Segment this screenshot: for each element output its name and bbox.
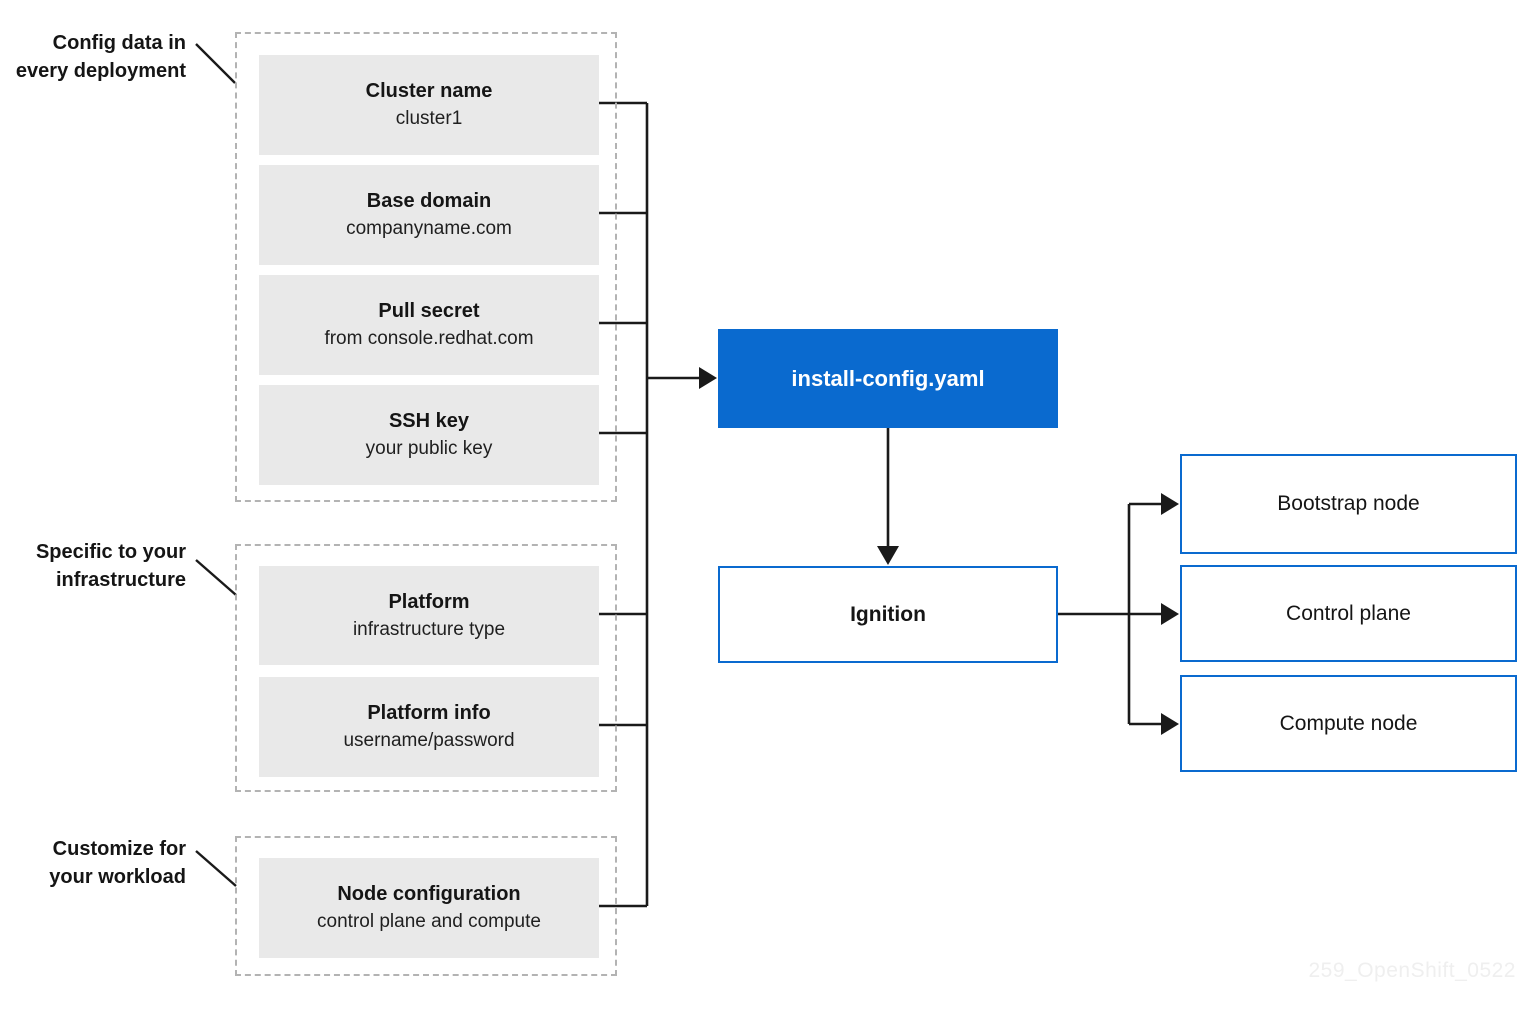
input-box-pull-secret: Pull secret from console.redhat.com [259, 275, 599, 375]
group-label-config-data: Config data in every deployment [0, 29, 186, 85]
input-box-title: Platform info [367, 702, 491, 724]
compute-arrowhead [1161, 713, 1179, 735]
group-label-line: your workload [49, 866, 186, 888]
input-box-title: Node configuration [337, 883, 521, 905]
input-box-title: Platform [388, 590, 470, 613]
input-box-base-domain: Base domain companyname.com [259, 165, 599, 265]
label-tick-lines [195, 43, 237, 887]
control-plane-label: Control plane [1286, 601, 1411, 625]
input-box-platform: Platform infrastructure type [259, 566, 599, 665]
input-box-subtitle: username/password [343, 730, 515, 751]
control-plane-arrowhead [1161, 603, 1179, 625]
input-box-title: Cluster name [365, 80, 493, 102]
input-box-title: SSH key [388, 410, 470, 432]
input-box-subtitle: cluster1 [395, 108, 463, 129]
group-workload: Node configuration control plane and com… [235, 836, 617, 976]
group-label-workload: Customize for your workload [0, 835, 186, 891]
bootstrap-node-box: Bootstrap node [1180, 454, 1517, 554]
input-box-cluster-name: Cluster name cluster1 [259, 55, 599, 155]
ignition-to-nodes-connector [1058, 493, 1179, 735]
input-box-subtitle: infrastructure type [352, 618, 506, 640]
input-box-title: Pull secret [378, 300, 480, 322]
group-infrastructure: Platform infrastructure type Platform in… [235, 544, 617, 792]
install-config-yaml-label: install-config.yaml [791, 365, 985, 391]
config-to-ignition-connector [877, 428, 899, 565]
input-box-subtitle: your public key [365, 438, 493, 459]
input-box-title: Base domain [366, 190, 492, 212]
infrastructure-label-tick [195, 559, 237, 596]
bootstrap-node-label: Bootstrap node [1277, 492, 1420, 515]
group-label-line: every deployment [15, 60, 186, 82]
input-box-subtitle: from console.redhat.com [324, 328, 534, 349]
workload-label-tick [195, 850, 237, 887]
ignition-label: Ignition [850, 602, 926, 626]
input-box-platform-info: Platform info username/password [259, 677, 599, 777]
group-config-data: Cluster name cluster1 Base domain compan… [235, 32, 617, 502]
config-to-ignition-arrowhead [877, 546, 899, 565]
group-label-line: Customize for [52, 838, 186, 860]
group-label-infrastructure: Specific to your infrastructure [0, 538, 186, 594]
watermark-text: 259_OpenShift_0522 [1308, 959, 1516, 982]
group-label-line: infrastructure [55, 569, 186, 591]
group-label-line: Specific to your [35, 541, 186, 563]
compute-node-label: Compute node [1279, 711, 1418, 735]
bootstrap-arrowhead [1161, 493, 1179, 515]
install-config-yaml-box: install-config.yaml [718, 329, 1058, 428]
bus-to-config-arrowhead [699, 367, 717, 389]
control-plane-box: Control plane [1180, 565, 1517, 662]
config-data-label-tick [195, 43, 236, 84]
ignition-box: Ignition [718, 566, 1058, 663]
input-box-subtitle: companyname.com [346, 218, 512, 239]
group-label-line: Config data in [52, 32, 186, 54]
input-box-subtitle: control plane and compute [317, 911, 541, 932]
compute-node-box: Compute node [1180, 675, 1517, 772]
input-box-node-configuration: Node configuration control plane and com… [259, 858, 599, 958]
input-box-ssh-key: SSH key your public key [259, 385, 599, 485]
